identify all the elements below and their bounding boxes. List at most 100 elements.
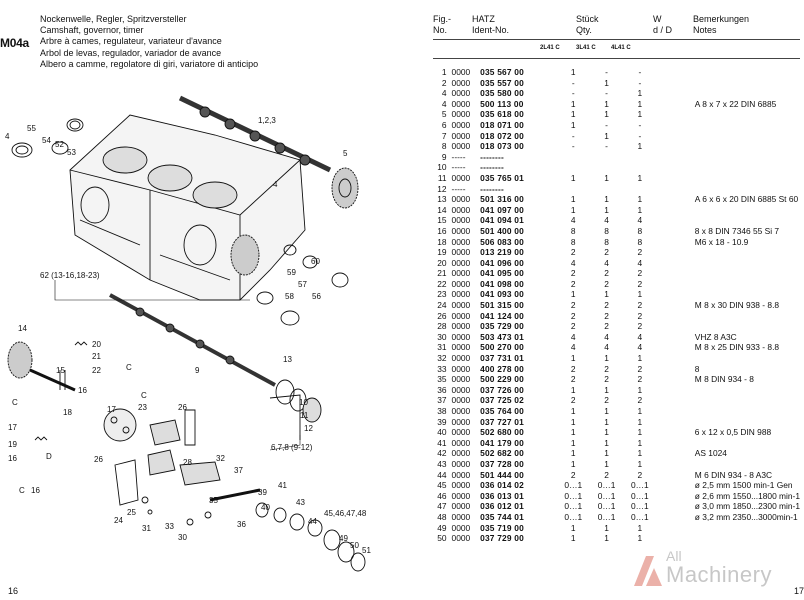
row-wd: [657, 173, 695, 184]
row-qty-3l41c: 0…1: [597, 511, 616, 522]
row-ident-prefix: 0000: [451, 342, 471, 353]
row-qty-4l41c: 2: [637, 395, 643, 406]
callout-59: 59: [287, 268, 296, 277]
row-qty-4l41c: 0…1: [631, 480, 649, 491]
callout-c1: C: [126, 363, 132, 372]
section-code: M04a: [0, 36, 29, 50]
row-qty-2l41c: 2: [570, 300, 576, 311]
callout-16a: 16: [78, 386, 87, 395]
row-ident-number: 036 013 01: [480, 490, 525, 501]
row-ident-prefix: 0000: [451, 141, 471, 152]
table-row: 9-------------: [405, 152, 800, 163]
row-fig-no: 16: [437, 225, 447, 236]
row-fig-no: 7: [441, 130, 447, 141]
row-ident-prefix: 0000: [451, 119, 471, 130]
row-ident-number: 037 726 00: [480, 384, 525, 395]
callout-17a: 17: [107, 405, 116, 414]
row-ident-number: 035 729 00: [480, 321, 525, 332]
table-row: 10-------------: [405, 162, 800, 173]
row-qty-3l41c: 2: [604, 395, 609, 406]
row-ident-prefix: -----: [451, 183, 466, 194]
callout-15a: 15: [56, 366, 65, 375]
row-qty-3l41c: 4: [604, 342, 609, 353]
row-wd: [657, 448, 695, 459]
row-notes: M6 x 18 - 10.9: [694, 236, 749, 247]
row-qty-3l41c: 1: [604, 522, 609, 533]
callout-19: 19: [8, 440, 17, 449]
row-fig-no: 14: [437, 204, 447, 215]
row-ident-prefix: 0000: [451, 268, 471, 279]
row-qty-2l41c: 1: [570, 384, 576, 395]
row-fig-no: 20: [437, 257, 447, 268]
row-notes: [695, 311, 800, 322]
row-qty-3l41c: 1: [604, 353, 609, 364]
header-qty: Stück Qty.: [576, 14, 599, 36]
row-ident-prefix: 0000: [451, 363, 471, 374]
callout-52: 52: [55, 140, 64, 149]
row-qty-4l41c: 2: [637, 300, 643, 311]
row-qty-3l41c: 1: [604, 448, 609, 459]
row-notes: [695, 131, 800, 142]
row-qty-4l41c: 4: [637, 342, 643, 353]
row-qty-3l41c: 0…1: [597, 480, 616, 491]
row-qty-3l41c: 0…1: [597, 490, 616, 501]
row-qty-3l41c: 8: [604, 225, 609, 236]
row-wd: [657, 364, 695, 375]
row-ident-number: 041 098 00: [480, 278, 525, 289]
row-wd: [657, 321, 695, 332]
header-bem-label: Bemerkungen: [693, 14, 750, 24]
row-qty-2l41c: 0…1: [564, 501, 583, 512]
row-qty-3l41c: 4: [604, 331, 609, 342]
row-qty-2l41c: 1: [570, 416, 576, 427]
row-qty-4l41c: -: [638, 77, 642, 88]
row-notes: 8 x 8 DIN 7346 55 Si 7: [694, 225, 780, 236]
row-wd: [657, 226, 695, 237]
row-ident-number: 041 095 00: [480, 268, 525, 279]
row-qty-3l41c: 1: [604, 437, 609, 448]
row-ident-number: 035 719 00: [480, 522, 525, 533]
row-qty-4l41c: 1: [637, 448, 643, 459]
row-ident-number: 036 012 01: [480, 501, 525, 512]
row-wd: [657, 88, 695, 99]
row-wd: [657, 501, 695, 512]
row-notes: [695, 152, 800, 163]
row-qty-4l41c: 8: [637, 225, 643, 236]
row-ident-number: 500 229 00: [480, 374, 525, 385]
row-fig-no: 9: [441, 151, 447, 162]
row-qty-2l41c: 2: [570, 469, 576, 480]
row-notes: M 8 DIN 934 - 8: [694, 374, 754, 385]
row-ident-prefix: 0000: [451, 406, 471, 416]
row-ident-number: 035 557 00: [480, 77, 525, 88]
row-qty-4l41c: 1: [637, 172, 643, 183]
row-notes: [695, 67, 800, 78]
callout-31: 31: [142, 524, 151, 533]
callout-11: 11: [300, 411, 309, 420]
row-qty-2l41c: 1: [570, 427, 576, 438]
callout-16b: 16: [8, 454, 17, 463]
page-number-right: 17: [793, 586, 804, 596]
callout-23: 23: [138, 403, 147, 412]
row-qty-4l41c: 1: [637, 98, 643, 109]
row-wd: [657, 438, 695, 449]
row-qty-2l41c: 1: [570, 289, 576, 300]
row-qty-4l41c: 2: [637, 469, 643, 480]
row-qty-3l41c: 0…1: [597, 501, 616, 512]
row-qty-2l41c: 8: [570, 225, 576, 236]
row-ident-number: 041 179 00: [480, 437, 525, 448]
row-wd: [657, 268, 695, 279]
row-fig-no: 49: [437, 522, 447, 533]
row-wd: [657, 205, 695, 216]
row-ident-prefix: 0000: [451, 353, 471, 364]
row-qty-4l41c: 2: [637, 247, 643, 258]
row-qty-2l41c: 8: [570, 236, 576, 247]
row-qty-3l41c: 1: [604, 289, 609, 300]
row-fig-no: 45: [437, 480, 447, 491]
row-wd: [657, 152, 695, 163]
header-stueck-label: Stück: [576, 14, 599, 24]
row-fig-no: 36: [437, 384, 447, 395]
